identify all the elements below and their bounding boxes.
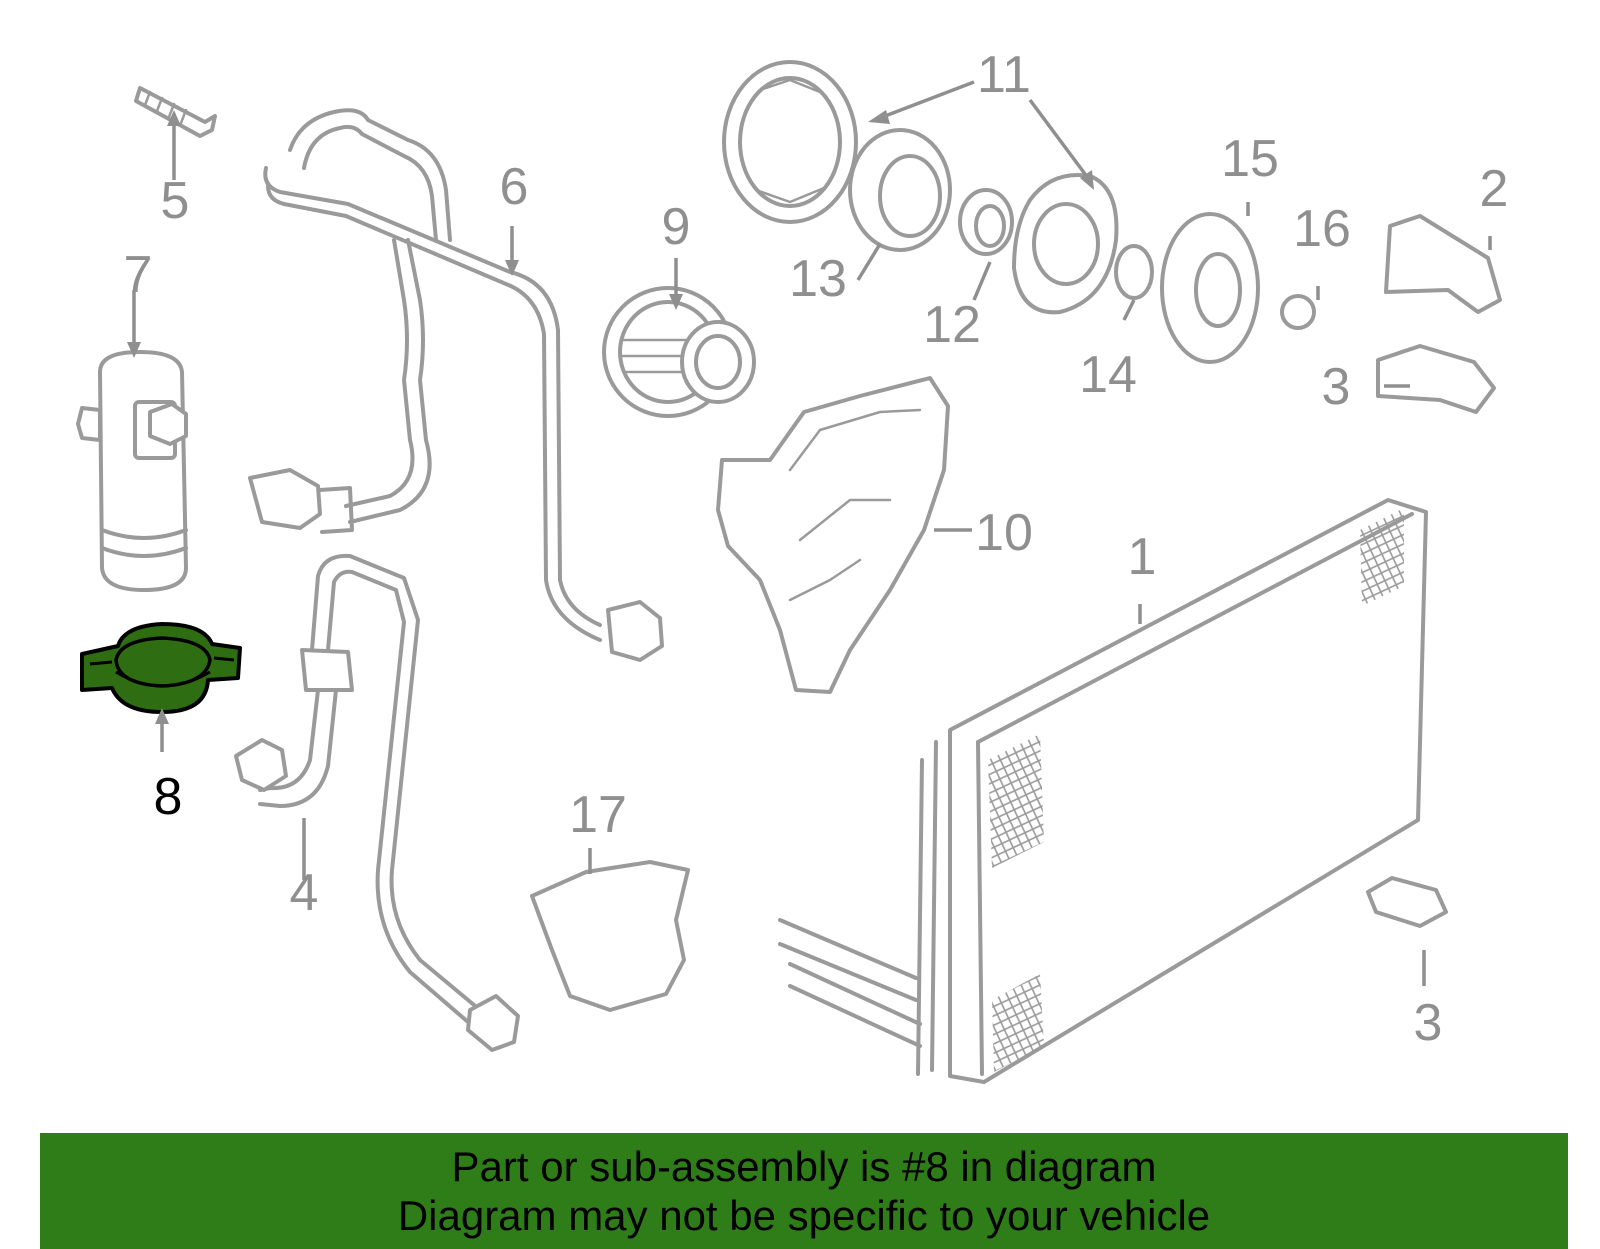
part-11-cover[interactable]	[1012, 173, 1119, 315]
callout-9: 9	[662, 198, 691, 256]
callout-16: 16	[1293, 200, 1351, 258]
callout-6: 6	[500, 158, 529, 216]
part-4-hose[interactable]	[234, 553, 520, 1052]
callout-15: 15	[1221, 130, 1279, 188]
callout-3-lower: 3	[1414, 994, 1443, 1052]
part-8-drier-bracket[interactable]	[80, 622, 242, 714]
callout-17: 17	[569, 786, 627, 844]
part-11-housing[interactable]	[722, 60, 858, 224]
part-9-clutch[interactable]	[602, 286, 756, 418]
part-15-plate[interactable]	[1160, 212, 1260, 364]
callout-14: 14	[1079, 346, 1137, 404]
callout-5: 5	[161, 172, 190, 230]
callout-3-upper: 3	[1322, 358, 1351, 416]
callout-13: 13	[789, 250, 847, 308]
part-3-bracket-upper[interactable]	[1376, 344, 1496, 414]
part-3-bracket-lower[interactable]	[1366, 876, 1448, 928]
part-10-mount-bracket[interactable]	[716, 376, 950, 694]
part-14-o-ring[interactable]	[1114, 244, 1154, 300]
part-2-bracket[interactable]	[1384, 214, 1502, 314]
part-1-condenser[interactable]	[778, 498, 1428, 1084]
callout-8: 8	[154, 768, 183, 826]
info-banner: Part or sub-assembly is #8 in diagram Di…	[40, 1133, 1568, 1249]
part-5-stud[interactable]	[134, 86, 217, 138]
part-13-bearing[interactable]	[848, 128, 952, 252]
part-12-seal[interactable]	[958, 188, 1014, 256]
callout-4: 4	[290, 864, 319, 922]
callout-2: 2	[1480, 160, 1509, 218]
part-17-shield[interactable]	[530, 860, 690, 1012]
callout-7: 7	[124, 246, 153, 304]
callout-11: 11	[977, 46, 1031, 104]
banner-line-1: Part or sub-assembly is #8 in diagram	[451, 1143, 1157, 1190]
part-6-hose[interactable]	[248, 108, 664, 662]
callout-10: 10	[975, 504, 1033, 562]
callout-1: 1	[1128, 528, 1157, 586]
banner-line-2: Diagram may not be specific to your vehi…	[397, 1192, 1211, 1239]
part-16-nut[interactable]	[1280, 294, 1316, 330]
callout-arrows	[127, 80, 1492, 986]
part-7-receiver-drier[interactable]	[76, 350, 188, 592]
callout-12: 12	[923, 296, 981, 354]
